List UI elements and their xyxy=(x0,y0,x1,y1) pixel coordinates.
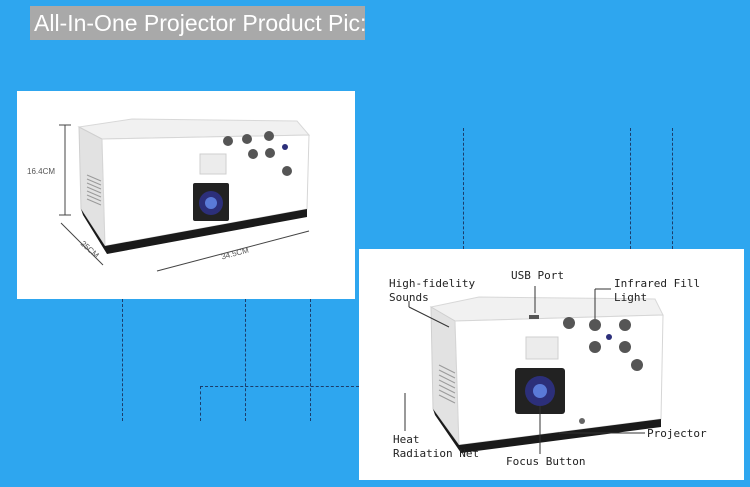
guide-line xyxy=(200,386,359,387)
projector-label: Projector xyxy=(647,427,707,440)
infrared-fill-light-label: Infrared Fill Light xyxy=(614,277,701,304)
guide-line xyxy=(630,128,631,249)
heat-radiation-net-label: Heat Radiation Net xyxy=(393,433,480,460)
projector-features-panel: High-fidelity Sounds USB Port Infrared F… xyxy=(359,249,744,480)
guide-line xyxy=(672,128,673,249)
height-dimension: 16.4CM xyxy=(27,167,56,176)
high-fidelity-sounds-label: High-fidelity Sounds xyxy=(389,277,476,304)
page-title: All-In-One Projector Product Pic: xyxy=(30,6,366,40)
guide-line xyxy=(122,299,123,421)
usb-port-label: USB Port xyxy=(511,269,564,282)
guide-line xyxy=(200,386,201,421)
projector-dimensions-illustration xyxy=(59,118,311,272)
guide-line xyxy=(245,299,246,421)
guide-line xyxy=(463,128,464,249)
focus-button-label: Focus Button xyxy=(506,455,586,468)
projector-features-illustration xyxy=(404,286,664,454)
projector-dimensions-panel: 16.4CM 25CM 34.5CM xyxy=(17,91,355,299)
guide-line xyxy=(310,299,311,421)
